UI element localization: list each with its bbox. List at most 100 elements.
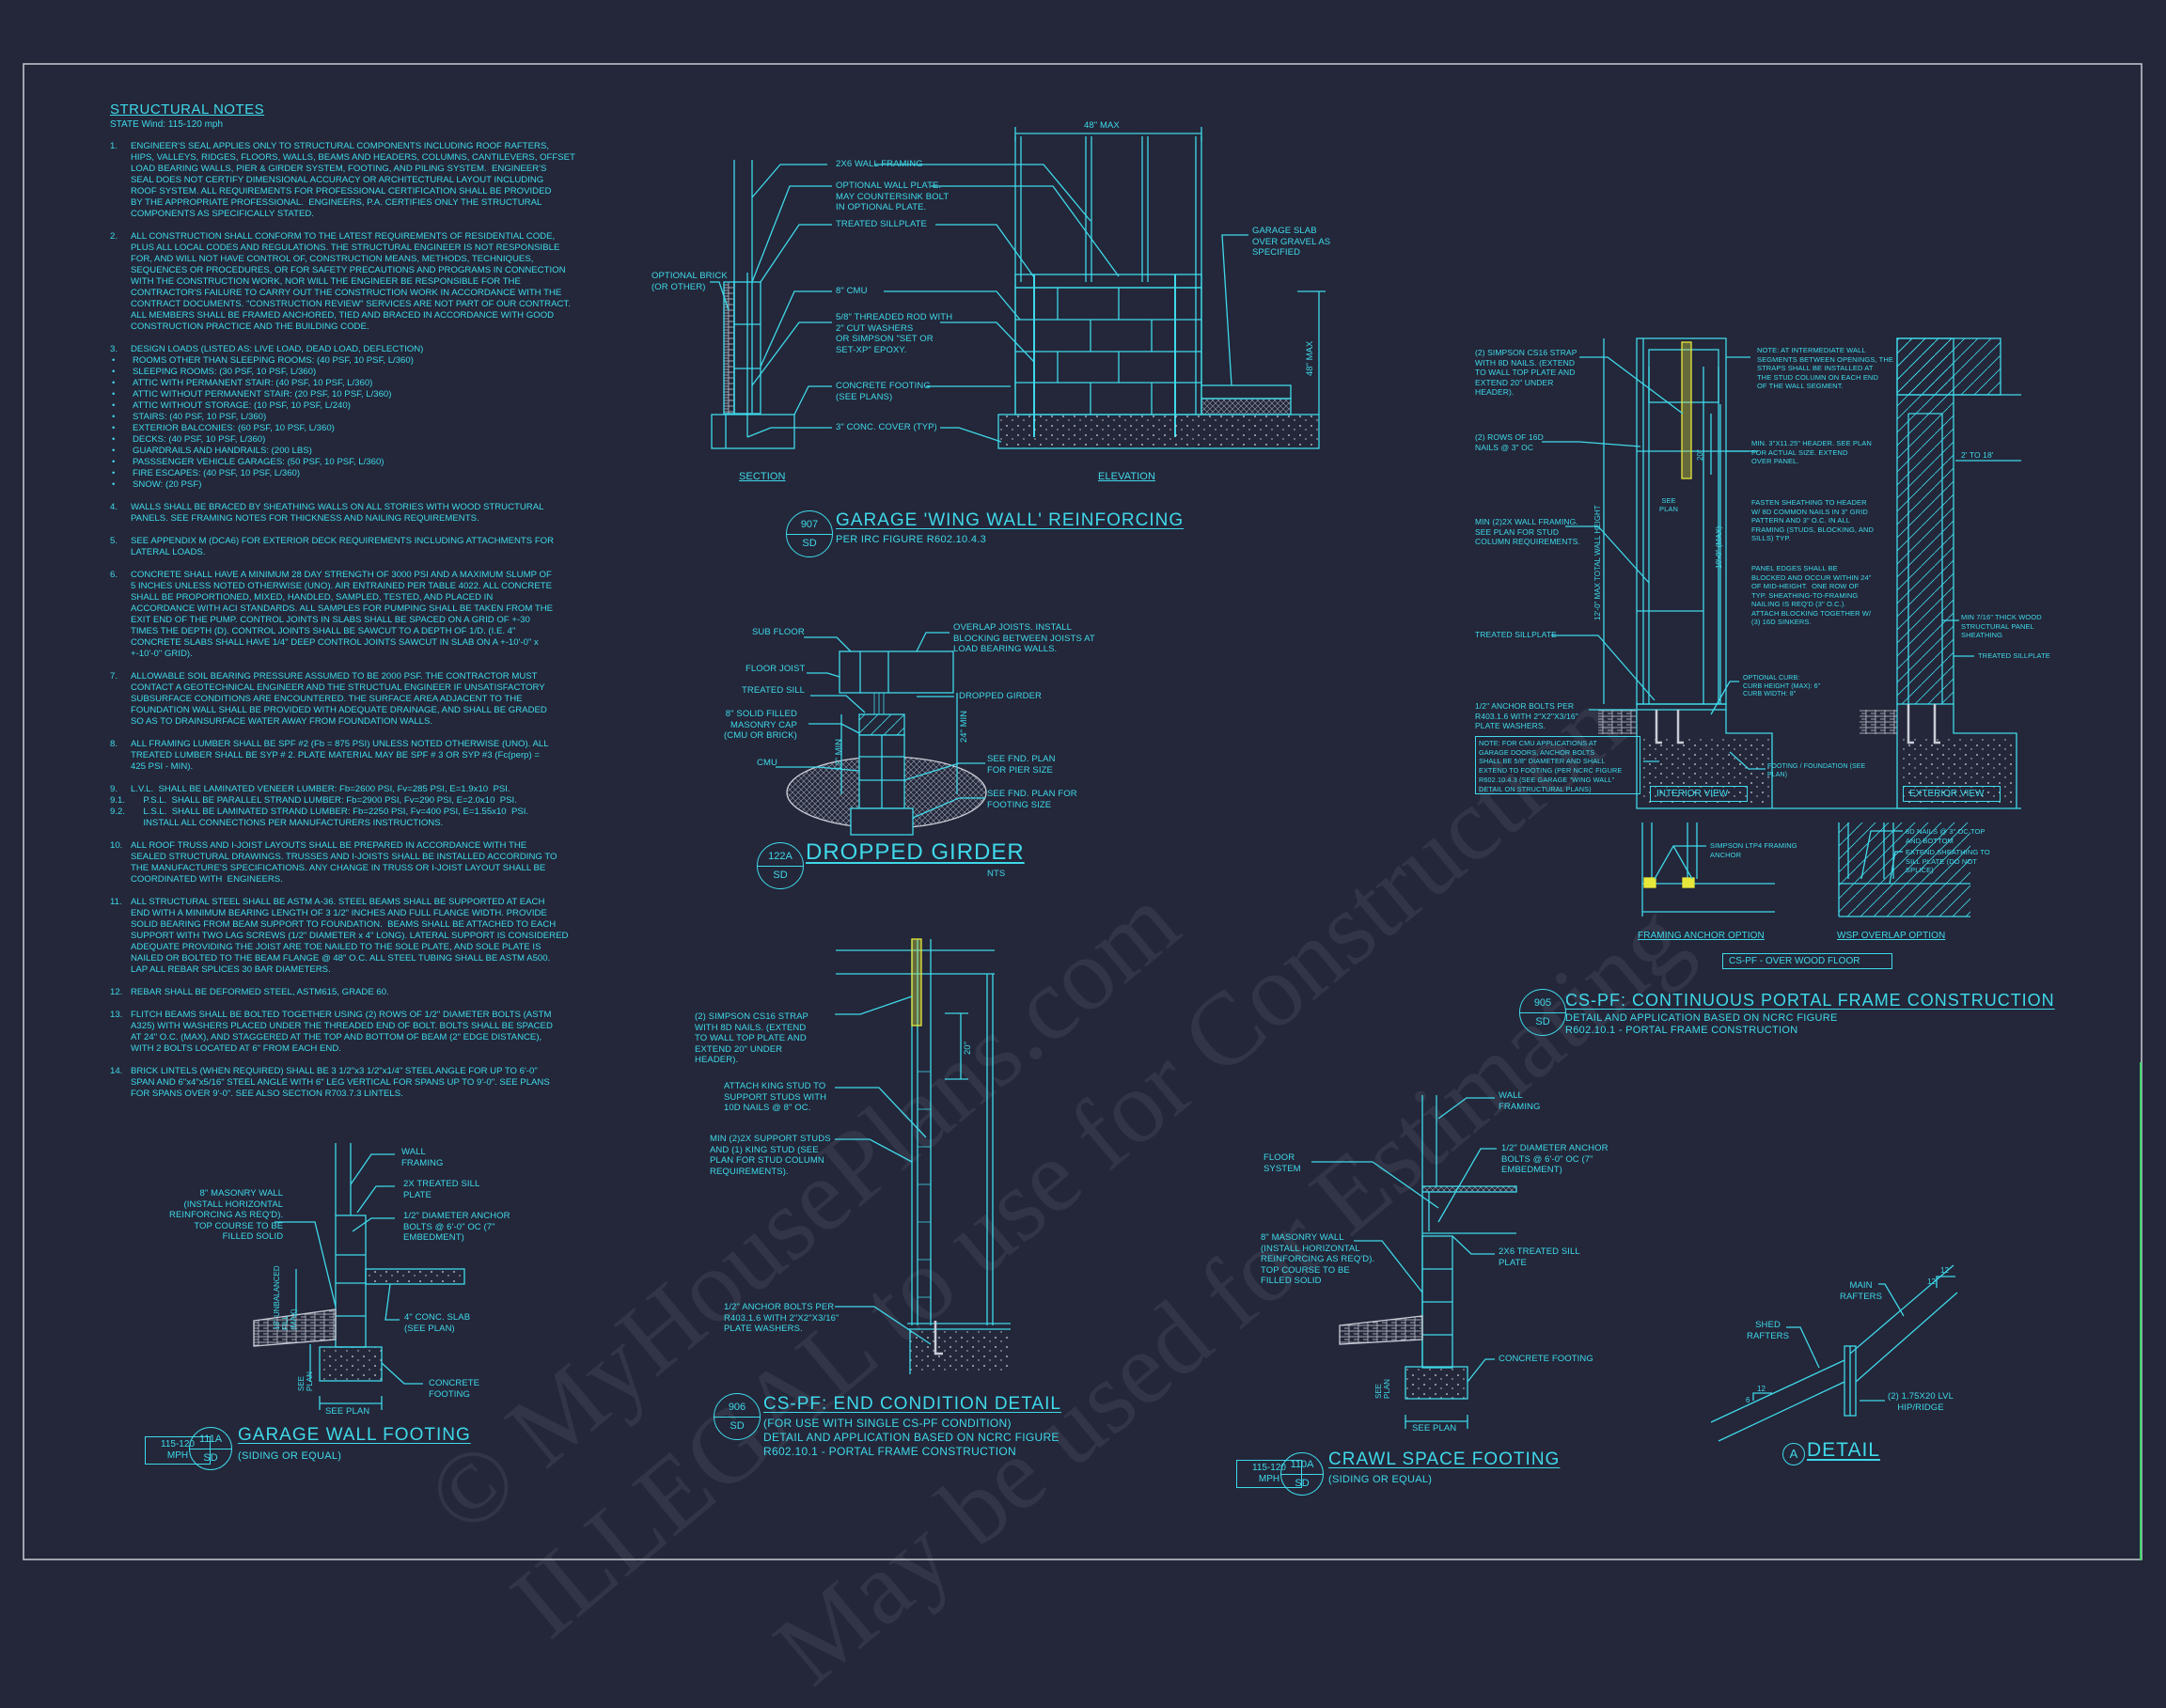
- note-text: ALL STRUCTURAL STEEL SHALL BE ASTM A-36.…: [131, 897, 569, 975]
- note-bullet: • EXTERIOR BALCONIES: (60 PSF, 10 PSF, L/…: [110, 423, 599, 434]
- note-item: 9.1. P.S.L. SHALL BE PARALLEL STRAND LUM…: [110, 795, 599, 807]
- note-text: ALL CONSTRUCTION SHALL CONFORM TO THE LA…: [131, 231, 571, 332]
- note-text: SNOW: (20 PSF): [133, 479, 202, 490]
- note-number: 3.: [110, 344, 118, 354]
- note-text: EXTERIOR BALCONIES: (60 PSF, 10 PSF, L/3…: [133, 423, 335, 433]
- see-plan: SEE PLAN: [1659, 496, 1678, 513]
- label-rows: (2) ROWS OF 16d NAILS @ 3" OC: [1475, 432, 1544, 452]
- note-item: 4.WALLS SHALL BE BRACED BY SHEATHING WAL…: [110, 502, 599, 525]
- framing-anchor-option-drawing: [1641, 823, 1775, 917]
- detail-subtitle: DETAIL AND APPLICATION BASED ON NCRC FIG…: [1565, 1012, 1838, 1036]
- note-text: ATTIC WITH PERMANENT STAIR: (40 PSF, 10 …: [133, 378, 373, 388]
- note-number: •: [112, 423, 116, 433]
- label-panel-edges: PANEL EDGES SHALL BE BLOCKED AND OCCUR W…: [1751, 564, 1872, 626]
- slope-main-run: 12: [1940, 1266, 1950, 1275]
- note-text: ALL FRAMING LUMBER SHALL BE SPF #2 (Fb =…: [131, 739, 549, 772]
- note-number: 8.: [110, 739, 118, 749]
- detail-subtitle: (SIDING OR EQUAL): [238, 1450, 342, 1462]
- label-brick: OPTIONAL BRICK (OR OTHER): [651, 271, 728, 292]
- note-text: FLITCH BEAMS SHALL BE BOLTED TOGETHER US…: [131, 1010, 553, 1054]
- note-number: •: [112, 457, 116, 467]
- note-bullet: •PASSSENGER VEHICLE GARAGES: (50 PSF, 10…: [110, 457, 599, 468]
- note-text: ROOMS OTHER THAN SLEEPING ROOMS: (40 PSF…: [133, 355, 414, 366]
- label-king-stud: ATTACH KING STUD TO SUPPORT STUDS WITH 1…: [724, 1081, 827, 1113]
- wsp-overlap-option-drawing: [1838, 823, 1970, 917]
- dim-total-height: 12'-0" MAX TOTAL WALL HEIGHT: [1593, 505, 1602, 620]
- detail-title: DROPPED GIRDER: [806, 839, 1025, 865]
- sheet-border: [23, 63, 2142, 1560]
- label-dropped-girder: DROPPED GIRDER: [959, 691, 1042, 701]
- garage-wall-footing-drawing: [253, 1143, 465, 1410]
- note-bullet: •ATTIC WITHOUT PERMANENT STAIR: (20 PSF,…: [110, 389, 599, 400]
- label-curb: OPTIONAL CURB: CURB HEIGHT (MAX): 6" CUR…: [1743, 675, 1821, 697]
- drawing-geometry: [23, 63, 2142, 1560]
- note-text: WALLS SHALL BE BRACED BY SHEATHING WALLS…: [131, 502, 544, 524]
- note-number: •: [112, 389, 116, 400]
- label-cmu: 8" CMU: [836, 286, 868, 296]
- note-number: 14.: [110, 1066, 123, 1076]
- note-number: •: [112, 479, 116, 490]
- note-text: P.S.L. SHALL BE PARALLEL STRAND LUMBER: …: [131, 795, 517, 806]
- note-number: •: [112, 412, 116, 422]
- note-item: 7.ALLOWABLE SOIL BEARING PRESSURE ASSUME…: [110, 671, 599, 728]
- portal-frame-exterior-view: [1860, 337, 2021, 809]
- scale-label: NTS: [987, 869, 1006, 879]
- note-item: 11. ALL STRUCTURAL STEEL SHALL BE ASTM A-…: [110, 897, 599, 976]
- note-item: 9.2. L.S.L. SHALL BE LAMINATED STRAND LU…: [110, 807, 599, 829]
- end-condition-drawing: [835, 938, 1011, 1374]
- section-label: SECTION: [739, 471, 786, 482]
- label-shed-rafters: SHED RAFTERS: [1747, 1320, 1790, 1341]
- label-anchor: 1/2" DIAMETER ANCHOR BOLTS @ 6'-0" OC (7…: [1501, 1143, 1609, 1175]
- note-bullet: •DECKS: (40 PSF, 10 PSF, L/360): [110, 434, 599, 446]
- note-bullet: •SLEEPING ROOMS: (30 PSF, 10 PSF, L/360): [110, 367, 599, 378]
- note-text: DESIGN LOADS (LISTED AS: LIVE LOAD, DEAD…: [131, 344, 424, 354]
- note-bullet: •ROOMS OTHER THAN SLEEPING ROOMS: (40 PS…: [110, 355, 599, 367]
- note-text: FIRE ESCAPES: (40 PSF, 10 PSF, L/360): [133, 468, 301, 478]
- label-footing-size: SEE FND. PLAN FOR FOOTING SIZE: [987, 789, 1077, 810]
- dim-unbalanced-fill: 16" UNBALANCED FILL (MAX): [273, 1265, 298, 1330]
- note-text: ATTIC WITHOUT STORAGE: (10 PSF, 10 PSF, …: [133, 400, 351, 411]
- label-footing: CONCRETE FOOTING: [1499, 1354, 1593, 1364]
- note-number: 2.: [110, 231, 118, 242]
- note-text: BRICK LINTELS (WHEN REQUIRED) SHALL BE 3…: [131, 1066, 550, 1099]
- label-fasten: FASTEN SHEATHING TO HEADER W/ 8d COMMON …: [1751, 498, 1874, 542]
- wing-wall-section: [711, 160, 795, 449]
- label-threaded-rod: 5/8" THREADED ROD WITH 2" CUT WASHERS OR…: [836, 312, 953, 355]
- note-number: 10.: [110, 840, 123, 851]
- label-sill: 2x6 TREATED SILL PLATE: [1499, 1246, 1580, 1268]
- note-bullet: •GUARDRAILS AND HANDRAILS: (200 LBS): [110, 446, 599, 457]
- slope-shed-run: 12: [1757, 1385, 1766, 1393]
- label-ltp4: SIMPSON LTP4 FRAMING ANCHOR: [1710, 841, 1797, 859]
- note-number: 12.: [110, 987, 123, 997]
- label-concrete-footing: CONCRETE FOOTING (SEE PLANS): [836, 381, 931, 402]
- note-item: 12.REBAR SHALL BE DEFORMED STEEL, ASTM61…: [110, 987, 599, 998]
- detail-subtitle: PER IRC FIGURE R602.10.4.3: [836, 534, 987, 545]
- note-text: GUARDRAILS AND HANDRAILS: (200 LBS): [133, 446, 312, 456]
- label-anchor: 1/2" DIAMETER ANCHOR BOLTS @ 6'-0" OC (7…: [403, 1211, 510, 1243]
- dim-span: 2' TO 18': [1961, 450, 1994, 460]
- wing-wall-elevation: [710, 127, 1326, 449]
- dim-total: 24" MIN: [959, 711, 969, 743]
- note-number: 5.: [110, 536, 118, 546]
- label-wall-framing: WALL FRAMING: [1499, 1090, 1541, 1112]
- label-wall-framing: WALL FRAMING: [401, 1147, 444, 1168]
- note-item: 6.CONCRETE SHALL HAVE A MINIMUM 28 DAY S…: [110, 570, 599, 660]
- note-text: ENGINEER'S SEAL APPLIES ONLY TO STRUCTUR…: [131, 141, 575, 219]
- note-bullet: • SNOW: (20 PSF): [110, 479, 599, 491]
- label-wall-framing: 2x6 WALL FRAMING: [836, 159, 923, 169]
- note-number: 11.: [110, 897, 122, 907]
- label-foundation: FOOTING / FOUNDATION (SEE PLAN): [1767, 763, 1866, 778]
- note-number: •: [112, 434, 116, 445]
- dim-strap: 20": [963, 1042, 973, 1055]
- label-sheathing: MIN 7/16" THICK WOOD STRUCTURAL PANEL SH…: [1961, 613, 2042, 639]
- label-anchor: 1/2" ANCHOR BOLTS PER R403.1.6 WITH 2"x2…: [724, 1302, 840, 1334]
- detail-a-drawing: [1710, 1264, 1958, 1442]
- note-bullet: •STAIRS: (40 PSF, 10 PSF, L/360): [110, 412, 599, 423]
- note-text: CONCRETE SHALL HAVE A MINIMUM 28 DAY STR…: [131, 570, 554, 659]
- dropped-girder-drawing: [776, 632, 987, 836]
- note-number: •: [112, 367, 116, 377]
- note-cmu-box: NOTE: FOR CMU APPLICATIONS AT GARAGE DOO…: [1475, 736, 1640, 794]
